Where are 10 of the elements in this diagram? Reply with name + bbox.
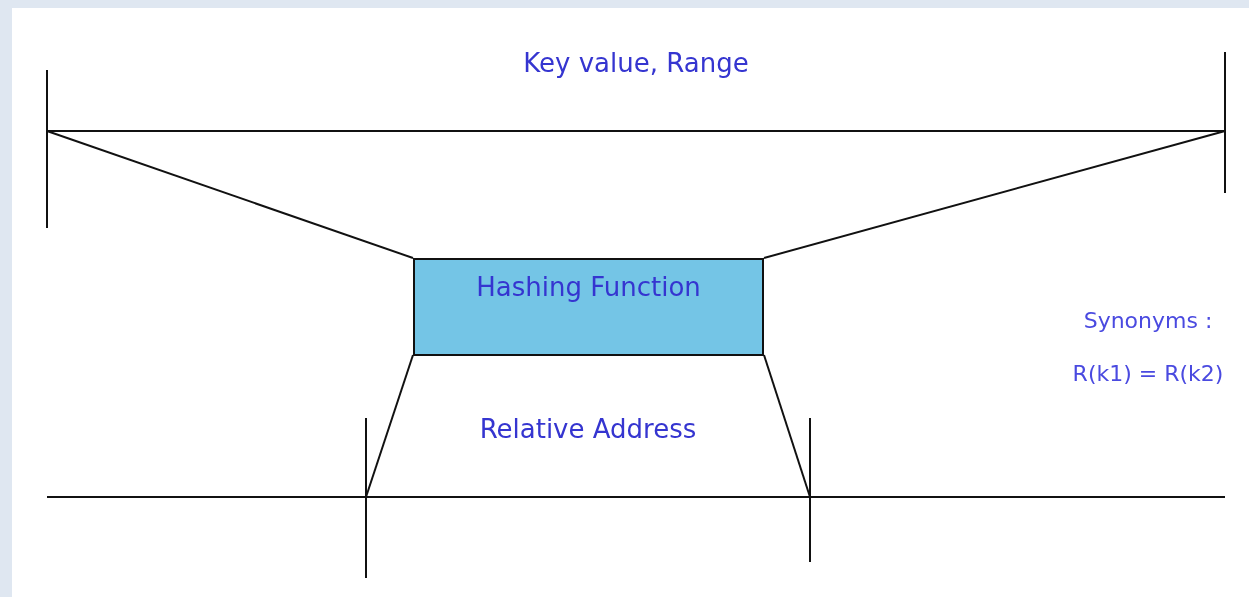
range-label: Key value, Range xyxy=(522,48,750,78)
connector-line xyxy=(763,354,811,498)
box-label: Hashing Function xyxy=(475,272,702,302)
note-text: R(k1) = R(k2) xyxy=(1072,361,1224,386)
connector-line xyxy=(46,130,414,259)
note-text: Synonyms : xyxy=(1083,308,1213,333)
process-box xyxy=(413,258,764,356)
connector-line xyxy=(365,354,414,498)
connector-line xyxy=(763,130,1226,259)
range-label: Relative Address xyxy=(478,414,698,444)
